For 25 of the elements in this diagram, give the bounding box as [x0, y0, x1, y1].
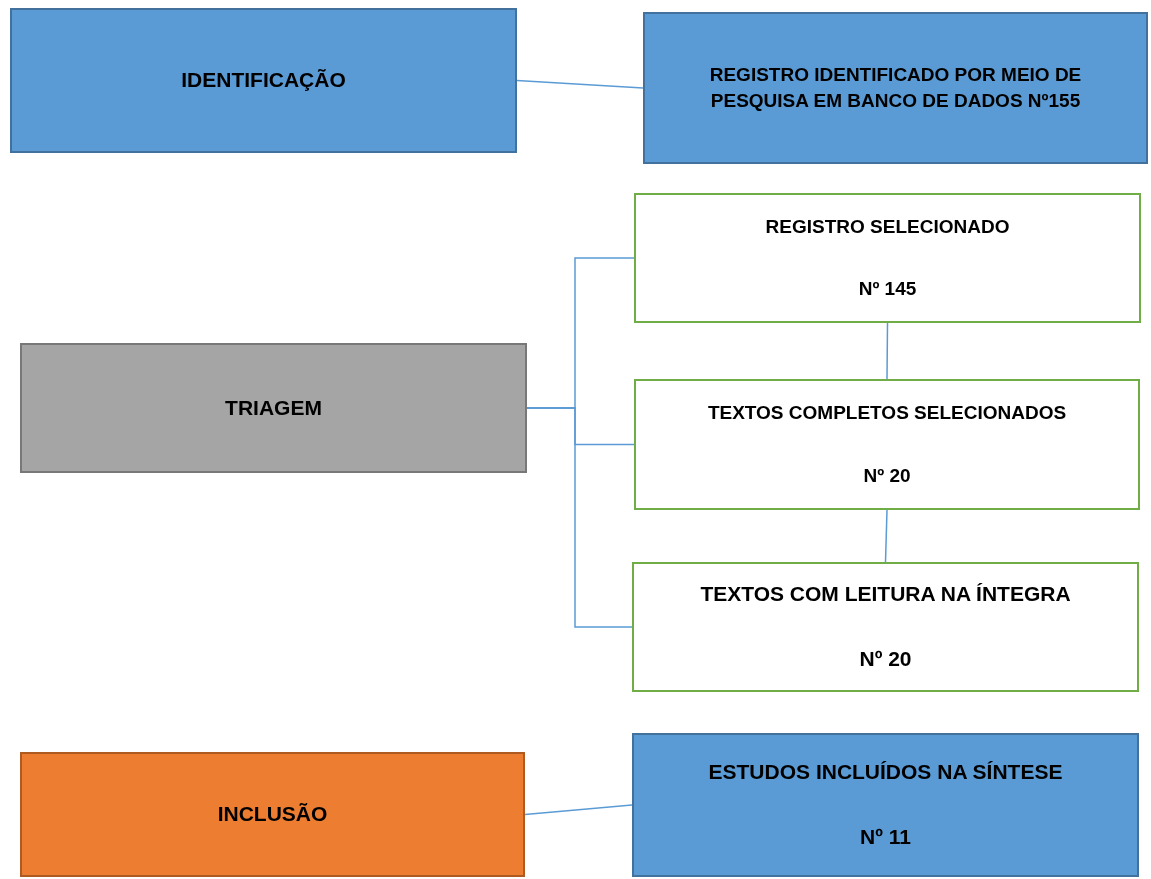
process-box — [632, 733, 1139, 877]
count-text: Nº 20 — [859, 646, 912, 672]
count-text: Nº 145 — [858, 277, 917, 301]
count-text: Nº 11 — [860, 824, 911, 850]
connector-line — [516, 79, 644, 89]
count-text: Nº 20 — [863, 463, 911, 488]
process-box — [10, 8, 517, 153]
connector-line — [524, 804, 633, 816]
box-title: REGISTRO IDENTIFICADO POR MEIO DE PESQUISA EM BANCO DE DADOS Nº155 — [708, 62, 1083, 113]
connector-line — [884, 509, 888, 563]
process-box — [632, 562, 1139, 692]
connector-line — [886, 322, 889, 380]
connector-line — [526, 407, 633, 628]
process-box — [20, 752, 525, 877]
box-title: IDENTIFICAÇÃO — [181, 67, 346, 94]
box-title: REGISTRO SELECIONADO — [765, 214, 1010, 239]
box-title: TEXTOS COMPLETOS SELECIONADOS — [707, 401, 1067, 426]
box-title: TEXTOS COM LEITURA NA ÍNTEGRA — [700, 581, 1071, 608]
process-box — [643, 12, 1148, 164]
box-title: TRIAGEM — [225, 394, 322, 421]
box-title: ESTUDOS INCLUÍDOS NA SÍNTESE — [708, 759, 1063, 786]
box-title: INCLUSÃO — [217, 801, 328, 828]
process-box — [20, 343, 527, 473]
process-box — [634, 379, 1140, 510]
process-box — [634, 193, 1141, 323]
